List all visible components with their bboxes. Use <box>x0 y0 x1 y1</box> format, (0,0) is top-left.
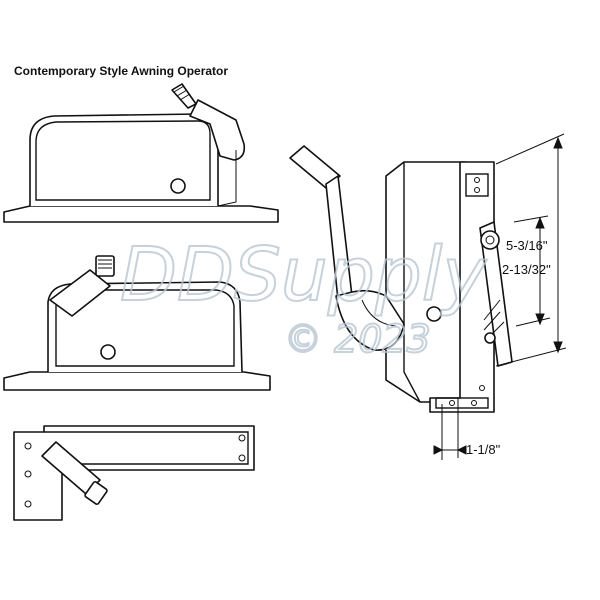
label-overall-height: 5-3/16" <box>506 238 548 253</box>
label-width: 1-1/8" <box>466 442 501 457</box>
watermark-copyright: © 2023 <box>284 317 431 361</box>
dimension-inner-height <box>513 215 551 327</box>
side-view-operator <box>13 425 255 521</box>
perspective-operator-with-crank <box>289 145 513 413</box>
diagram-title: Contemporary Style Awning Operator <box>14 64 229 78</box>
dimension-width <box>433 398 467 460</box>
dimension-overall-height <box>495 133 567 367</box>
watermark-brand: DDSupply <box>120 232 487 318</box>
angled-view-operator <box>3 255 271 391</box>
label-inner-height: 2-13/32" <box>502 262 551 277</box>
top-view-operator <box>3 83 279 223</box>
